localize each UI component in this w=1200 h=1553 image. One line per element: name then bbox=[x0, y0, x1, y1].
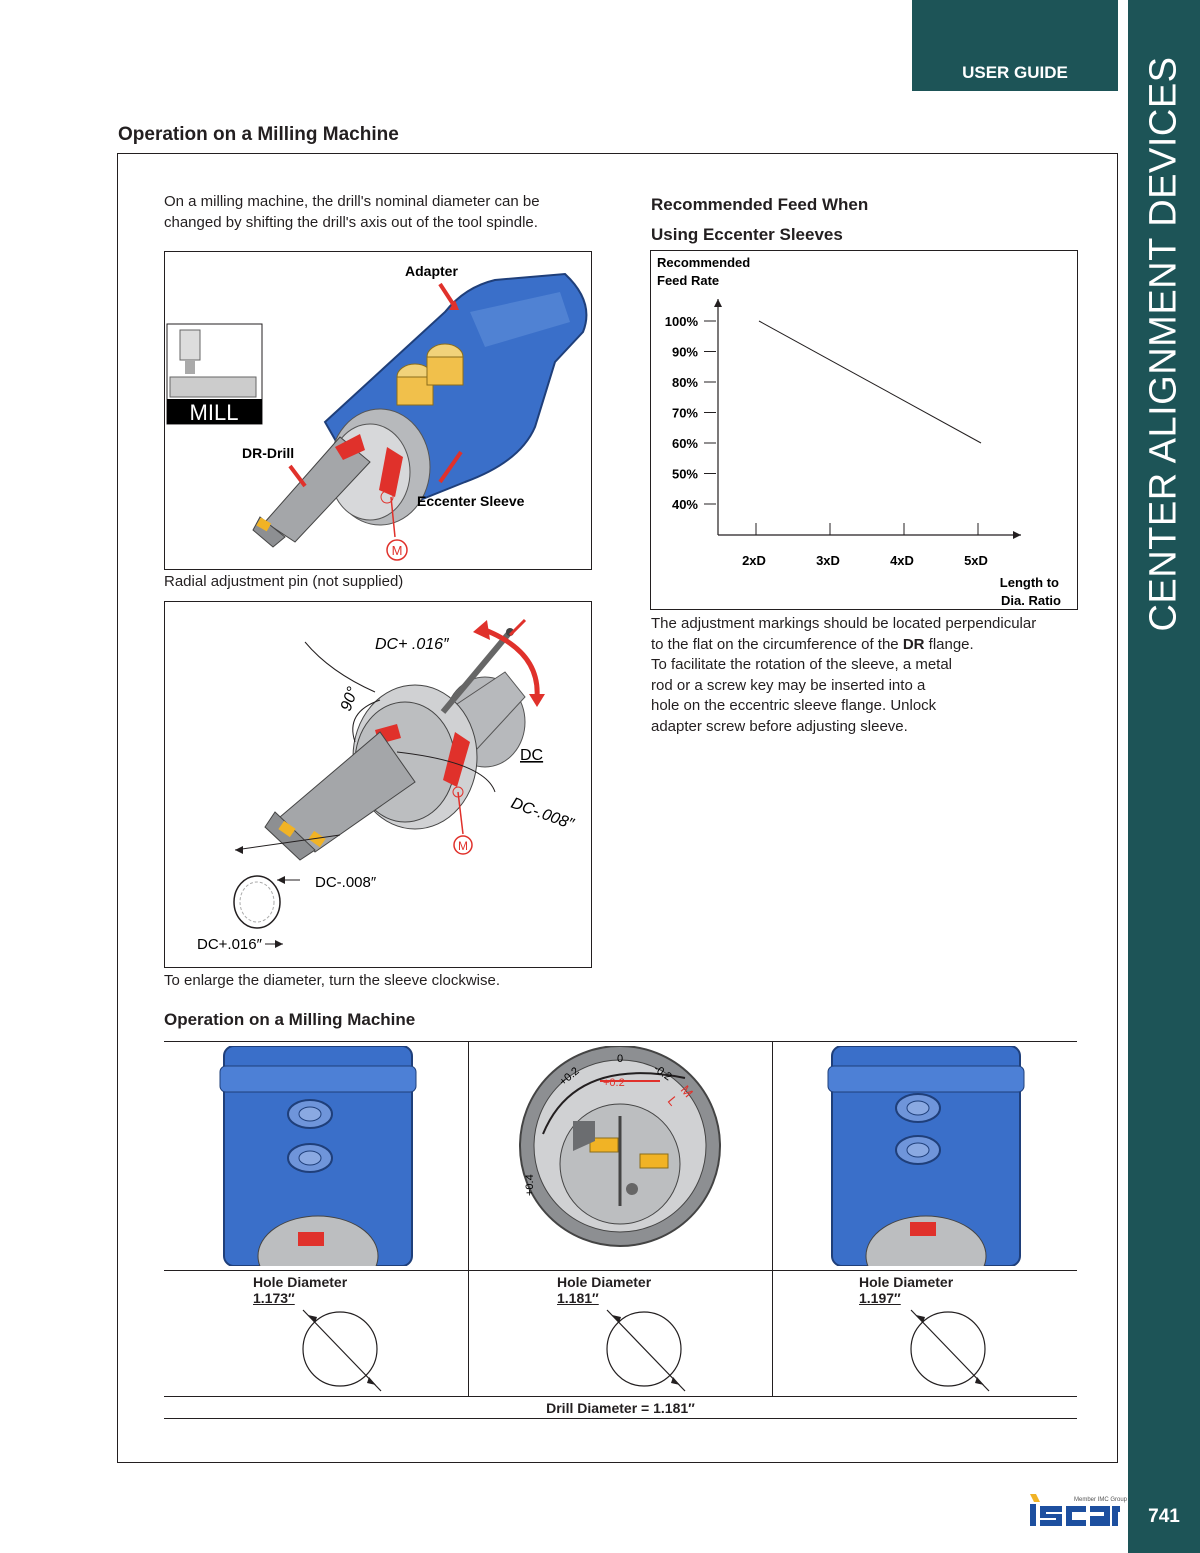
sleeve-view-1 bbox=[218, 1045, 418, 1297]
sleeve-view-2 bbox=[826, 1045, 1026, 1297]
y-tick-label: 50% bbox=[672, 467, 698, 482]
page-title: Operation on a Milling Machine bbox=[118, 124, 399, 145]
column-1-label: Hole Diameter 1.173″ bbox=[253, 1274, 348, 1306]
m-mark: M bbox=[458, 839, 468, 853]
dr-drill-label: DR-Drill bbox=[242, 445, 294, 461]
y-axis-label: Recommended bbox=[657, 255, 750, 270]
adjustment-figure: DC+ .016″ 90° DC DC-.008″ M DC-.008″ DC+… bbox=[164, 601, 592, 968]
m-mark: M bbox=[392, 543, 403, 558]
adapter-illustration: MILL Adapter DR-Drill Eccenter Sleeve M bbox=[166, 263, 588, 561]
ring-minus-label: DC-.008″ bbox=[315, 874, 377, 891]
adjustment-notes: The adjustment markings should be locate… bbox=[651, 614, 1081, 737]
table-row-rule bbox=[164, 1270, 1077, 1271]
iscar-logo bbox=[1028, 1490, 1120, 1530]
dc-plus-label: DC+ .016″ bbox=[375, 636, 450, 653]
x-axis-arrow bbox=[1013, 531, 1021, 539]
drill-diameter: Drill Diameter = 1.181″ bbox=[546, 1400, 695, 1416]
figure1-caption: Radial adjustment pin (not supplied) bbox=[164, 573, 404, 590]
dc-minus-label: DC-.008″ bbox=[509, 795, 577, 834]
angle-label: 90° bbox=[338, 684, 362, 713]
y-tick-label: 90% bbox=[672, 345, 698, 360]
y-tick-label: 100% bbox=[665, 314, 699, 329]
section-sidebar: CENTER ALIGNMENT DEVICES bbox=[1128, 0, 1200, 1480]
notes-line-2: to the flat on the circumference of the … bbox=[651, 635, 974, 653]
dial-view: +0.4 +0.2 0 -0.2 +0.2 M L bbox=[515, 1045, 721, 1266]
table-divider bbox=[772, 1041, 773, 1396]
y-axis-label: Feed Rate bbox=[657, 273, 719, 288]
adapter-label: Adapter bbox=[405, 263, 458, 279]
user-guide-label: USER GUIDE bbox=[962, 63, 1068, 82]
y-tick-label: 80% bbox=[672, 375, 698, 390]
y-tick-label: 70% bbox=[672, 406, 698, 421]
column-2-label: Hole Diameter 1.181″ bbox=[557, 1274, 652, 1306]
y-tick-label: 60% bbox=[672, 436, 698, 451]
notes-line-5: hole on the eccentric sleeve flange. Unl… bbox=[651, 697, 937, 714]
intro-text: On a milling machine, the drill's nomina… bbox=[164, 193, 540, 231]
dial-label: 0 bbox=[617, 1053, 623, 1065]
eccenter-sleeve-label: Eccenter Sleeve bbox=[417, 493, 525, 509]
x-tick-label: 2xD bbox=[742, 553, 766, 568]
diameter-symbol bbox=[901, 1305, 1001, 1395]
adapter-figure: MILL Adapter DR-Drill Eccenter Sleeve M bbox=[164, 251, 592, 570]
chart-title-line2: Using Eccenter Sleeves bbox=[651, 225, 843, 244]
diameter-symbol bbox=[293, 1305, 393, 1395]
dial-label: +0.2 bbox=[603, 1077, 625, 1089]
x-tick-label: 3xD bbox=[816, 553, 840, 568]
series-line bbox=[758, 320, 982, 444]
dc-label: DC bbox=[520, 747, 543, 764]
diameter-symbol bbox=[597, 1305, 697, 1395]
table-title: Operation on a Milling Machine bbox=[164, 1010, 416, 1029]
adjustment-illustration: DC+ .016″ 90° DC DC-.008″ M DC-.008″ DC+… bbox=[197, 618, 577, 953]
notes-line-6: adapter screw before adjusting sleeve. bbox=[651, 717, 908, 735]
table-divider bbox=[468, 1041, 469, 1396]
notes-line-4: rod or a screw key may be inserted into … bbox=[651, 676, 926, 694]
x-axis-label: Dia. Ratio bbox=[1001, 593, 1061, 608]
mill-label: MILL bbox=[190, 400, 239, 425]
figure2-caption: To enlarge the diameter, turn the sleeve… bbox=[164, 972, 501, 989]
y-tick-label: 40% bbox=[672, 497, 698, 512]
table-bottom-rule bbox=[164, 1418, 1077, 1419]
x-tick-label: 4xD bbox=[890, 553, 914, 568]
x-tick-label: 5xD bbox=[964, 553, 988, 568]
page-number: 741 bbox=[1128, 1480, 1200, 1553]
x-axis-label: Length to bbox=[1000, 575, 1059, 590]
notes-line-1: The adjustment markings should be locate… bbox=[651, 615, 1037, 632]
table-row-rule bbox=[164, 1396, 1077, 1397]
chart-title: Recommended Feed When Using Eccenter Sle… bbox=[651, 190, 868, 250]
member-text: Member IMC Group bbox=[1074, 1497, 1128, 1503]
user-guide-tab: USER GUIDE bbox=[912, 0, 1118, 91]
ring-plus-label: DC+.016″ bbox=[197, 936, 263, 953]
content-frame bbox=[117, 153, 1118, 1463]
notes-line-3: To facilitate the rotation of the sleeve… bbox=[651, 656, 953, 673]
section-title: CENTER ALIGNMENT DEVICES bbox=[1142, 56, 1185, 632]
chart-title-line1: Recommended Feed When bbox=[651, 195, 869, 214]
y-axis-arrow bbox=[714, 299, 722, 307]
dial-label: +0.4 bbox=[524, 1174, 536, 1196]
table-top-rule bbox=[164, 1041, 1077, 1042]
column-3-label: Hole Diameter 1.197″ bbox=[859, 1274, 954, 1306]
